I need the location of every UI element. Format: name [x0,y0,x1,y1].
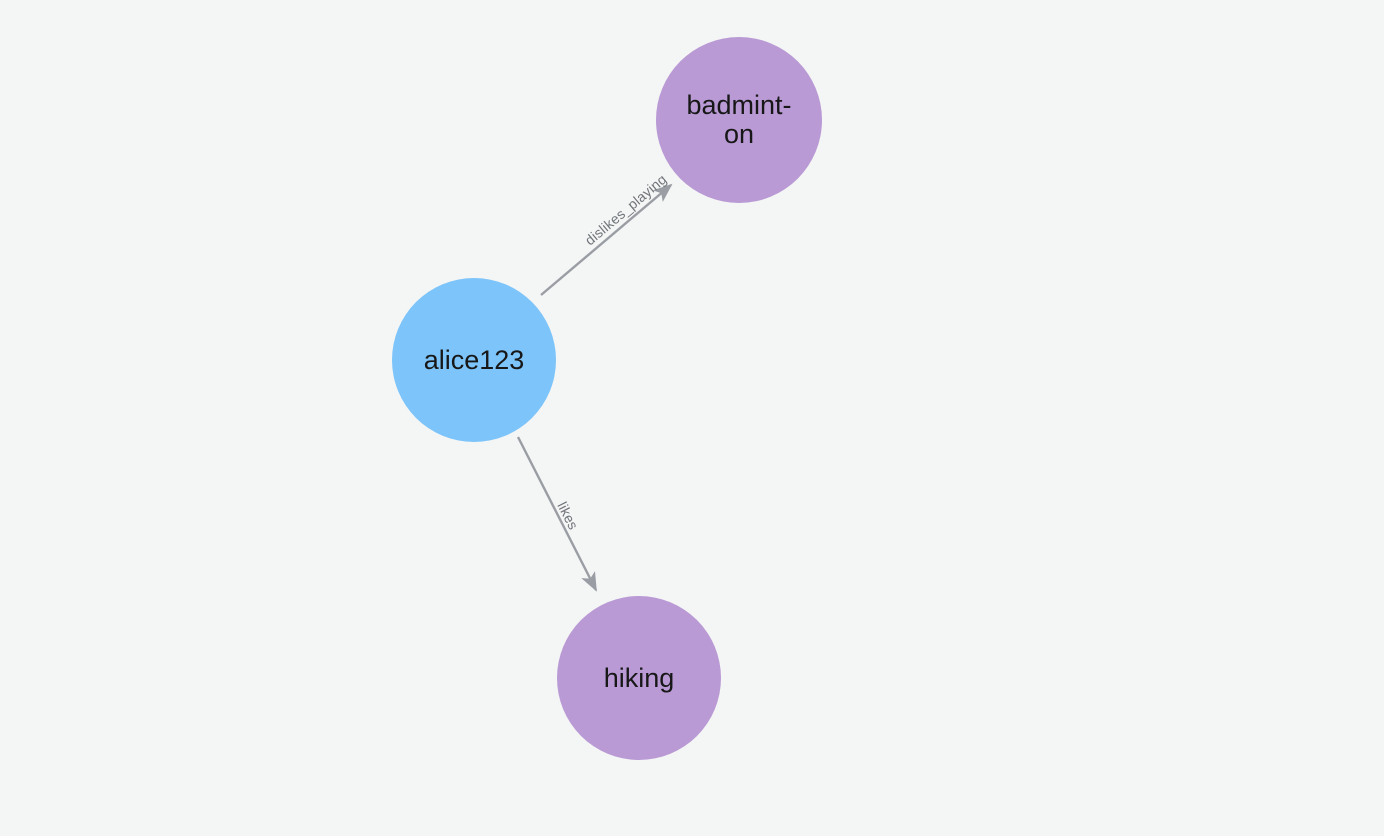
node-badminton[interactable]: badmint- on [656,37,822,203]
edge-likes[interactable]: likes [516,436,598,592]
node-hiking[interactable]: hiking [557,596,721,760]
edge-label-dislikes-playing: dislikes_playing [582,171,670,248]
edge-dislikes-playing[interactable]: dislikes_playing [540,171,673,296]
edge-line [540,183,673,296]
edge-line [516,436,598,592]
node-alice123[interactable]: alice123 [392,278,556,442]
node-label-alice123: alice123 [423,344,525,375]
node-label-badminton: badmint- on [686,90,792,149]
node-label-hiking: hiking [603,662,675,693]
